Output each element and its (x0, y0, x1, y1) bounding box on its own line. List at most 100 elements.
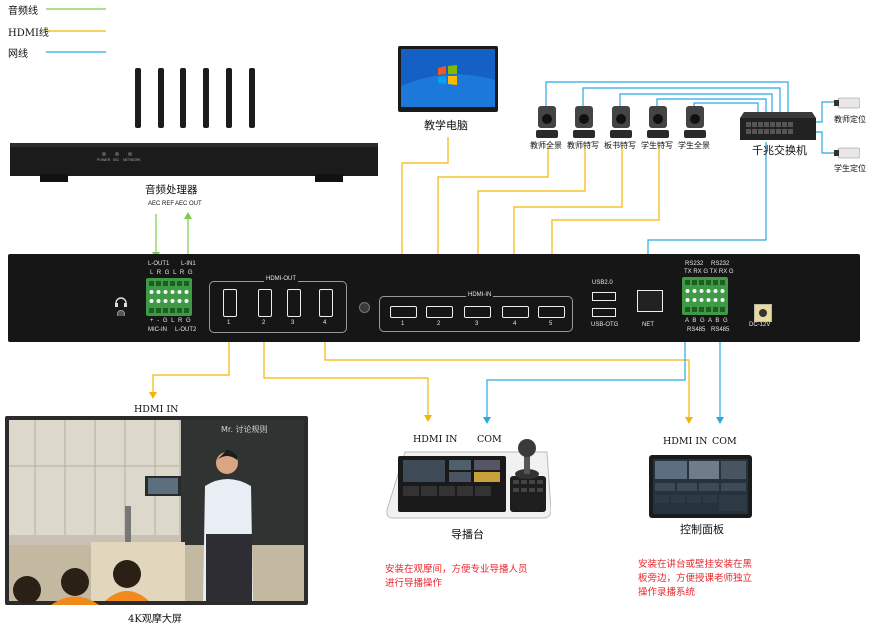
ptz-camera-icon (573, 106, 595, 138)
camera-label-student-closeup: 学生特写 (641, 141, 673, 150)
hdmi-out-number-1: 1 (227, 320, 231, 326)
teacher-pc-monitor (398, 46, 498, 114)
ptz-camera-icon (536, 106, 558, 138)
console-note-line-2: 进行导播操作 (385, 578, 443, 589)
camera-label-board-closeup: 板书特写 (604, 141, 636, 150)
hdmi-in-port-5[interactable] (538, 306, 565, 318)
ptz-camera-icon (610, 106, 632, 138)
legend-audio-label: 音频线 (8, 6, 38, 17)
camera-student-panorama (683, 106, 707, 140)
serial-terminal-block (682, 277, 728, 315)
teacher-locator-label: 教师定位 (834, 115, 866, 124)
audio-terminal-block (146, 278, 192, 316)
aec-out-label: AEC OUT (175, 201, 202, 207)
dc-12v-label: DC-12V (749, 322, 771, 328)
ethernet-port[interactable] (637, 290, 663, 312)
headphone-icon (114, 294, 128, 320)
camera-label-student-panorama: 学生全景 (678, 141, 710, 150)
hdmi-out-title: HDMI-OUT (264, 276, 298, 282)
console-note-line-1: 安装在观摩间，方便专业导播人员 (385, 564, 528, 575)
student-locator-label: 学生定位 (834, 164, 866, 173)
audio-led-sig-label: SIG (113, 158, 120, 162)
hdmi-in-number-4: 4 (513, 321, 517, 327)
control-panel-illustration (649, 455, 752, 518)
gigabit-switch (738, 112, 816, 142)
panel-install-note: 安装在讲台或壁挂安装在黑 板旁边，方便授课老师独立 操作录播系统 (638, 558, 838, 600)
audio-led-sig (115, 152, 119, 156)
camera-teacher-closeup (572, 106, 596, 140)
audio-top-pins: L R G L R G (150, 270, 194, 276)
camera-label-teacher-panorama: 教师全景 (530, 141, 562, 150)
hdmi-out-number-4: 4 (323, 320, 327, 326)
usb-otg-label: USB-OTG (591, 322, 619, 328)
camera-label-teacher-closeup: 教师特写 (567, 141, 599, 150)
ptz-camera-icon (684, 106, 706, 138)
console-com-label: COM (477, 434, 502, 445)
console-install-note: 安装在观摩间，方便专业导播人员 进行导播操作 (385, 563, 585, 591)
usb-port-1[interactable] (592, 292, 616, 301)
hdmi-out-port-3[interactable] (287, 289, 301, 317)
audio-led-network (128, 152, 132, 156)
teacher-pc-label: 教学电脑 (424, 119, 468, 132)
screw-hole (359, 302, 370, 313)
director-console (383, 438, 552, 523)
hdmi-in-port-3[interactable] (464, 306, 491, 318)
bullet-camera-icon (834, 97, 861, 109)
director-console-illustration (386, 439, 552, 519)
blackboard-text: Mr. 讨论规则 (221, 425, 268, 434)
big-screen-label: 4K观摩大屏 (128, 614, 182, 625)
camera-student-closeup (646, 106, 670, 140)
rs232-right-label: RS232 (711, 261, 730, 267)
dc-power-jack[interactable] (754, 304, 772, 322)
rs485-left-label: RS485 (687, 327, 706, 333)
audio-processor: POWER SIG NETWORK (10, 66, 378, 184)
hdmi-in-port-1[interactable] (390, 306, 417, 318)
panel-note-line-3: 操作录播系统 (638, 587, 696, 598)
control-panel-device (649, 455, 752, 518)
hdmi-in-title: HDMI-IN (466, 292, 494, 298)
hdmi-out-port-4[interactable] (319, 289, 333, 317)
net-label: NET (642, 322, 654, 328)
rs232-left-label: RS232 (685, 261, 704, 267)
hdmi-out-number-3: 3 (291, 320, 295, 326)
audio-led-power (102, 152, 106, 156)
ptz-camera-icon (647, 106, 669, 138)
console-hdmi-in-label: HDMI IN (413, 434, 458, 445)
panel-note-line-1: 安装在讲台或壁挂安装在黑 (638, 559, 753, 570)
hdmi-out-port-1[interactable] (223, 289, 237, 317)
rs-pins-top: TX RX G TX RX G (684, 269, 734, 275)
hdmi-in-port-2[interactable] (426, 306, 453, 318)
switch-label: 千兆交换机 (752, 144, 807, 157)
network-switch-icon (740, 112, 816, 140)
panel-note-line-2: 板旁边，方便授课老师独立 (638, 573, 753, 584)
legend-hdmi-label: HDMI线 (8, 28, 49, 39)
rs-pins-bottom: A B G A B G (685, 318, 729, 324)
big-screen-display: Mr. 讨论规则 (5, 416, 308, 605)
usb-port-2[interactable] (592, 308, 616, 317)
hdmi-out-port-2[interactable] (258, 289, 272, 317)
aec-ref-label: AEC REF (148, 201, 175, 207)
director-console-label: 导播台 (451, 528, 484, 541)
rs485-right-label: RS485 (711, 327, 730, 333)
hdmi-in-port-4[interactable] (502, 306, 529, 318)
mic-in-label: MIC-IN (148, 327, 167, 333)
audio-bottom-pins: + - G L R G (150, 318, 192, 324)
hdmi-in-number-5: 5 (549, 321, 553, 327)
classroom-photo (9, 420, 304, 605)
panel-hdmi-in-label: HDMI IN (663, 436, 708, 447)
lout1-label: L-OUT1 (148, 261, 170, 267)
lout2-label: L-OUT2 (175, 327, 197, 333)
teacher-locator-sensor (834, 96, 861, 110)
hdmi-in-number-3: 3 (475, 321, 479, 327)
hdmi-in-number-2: 2 (437, 321, 441, 327)
audio-processor-label: 音频处理器 (145, 184, 198, 196)
camera-board-closeup (609, 106, 633, 140)
hdmi-in-number-1: 1 (401, 321, 405, 327)
panel-com-label: COM (712, 436, 737, 447)
recording-host-rear-panel: L-OUT1 L-IN1 L R G L R G + - G L R G MIC… (8, 254, 860, 342)
lin1-label: L-IN1 (181, 261, 196, 267)
control-panel-label: 控制面板 (680, 523, 724, 536)
camera-teacher-panorama (535, 106, 559, 140)
audio-led-network-label: NETWORK (123, 158, 141, 162)
windows-logo-icon (398, 46, 498, 112)
